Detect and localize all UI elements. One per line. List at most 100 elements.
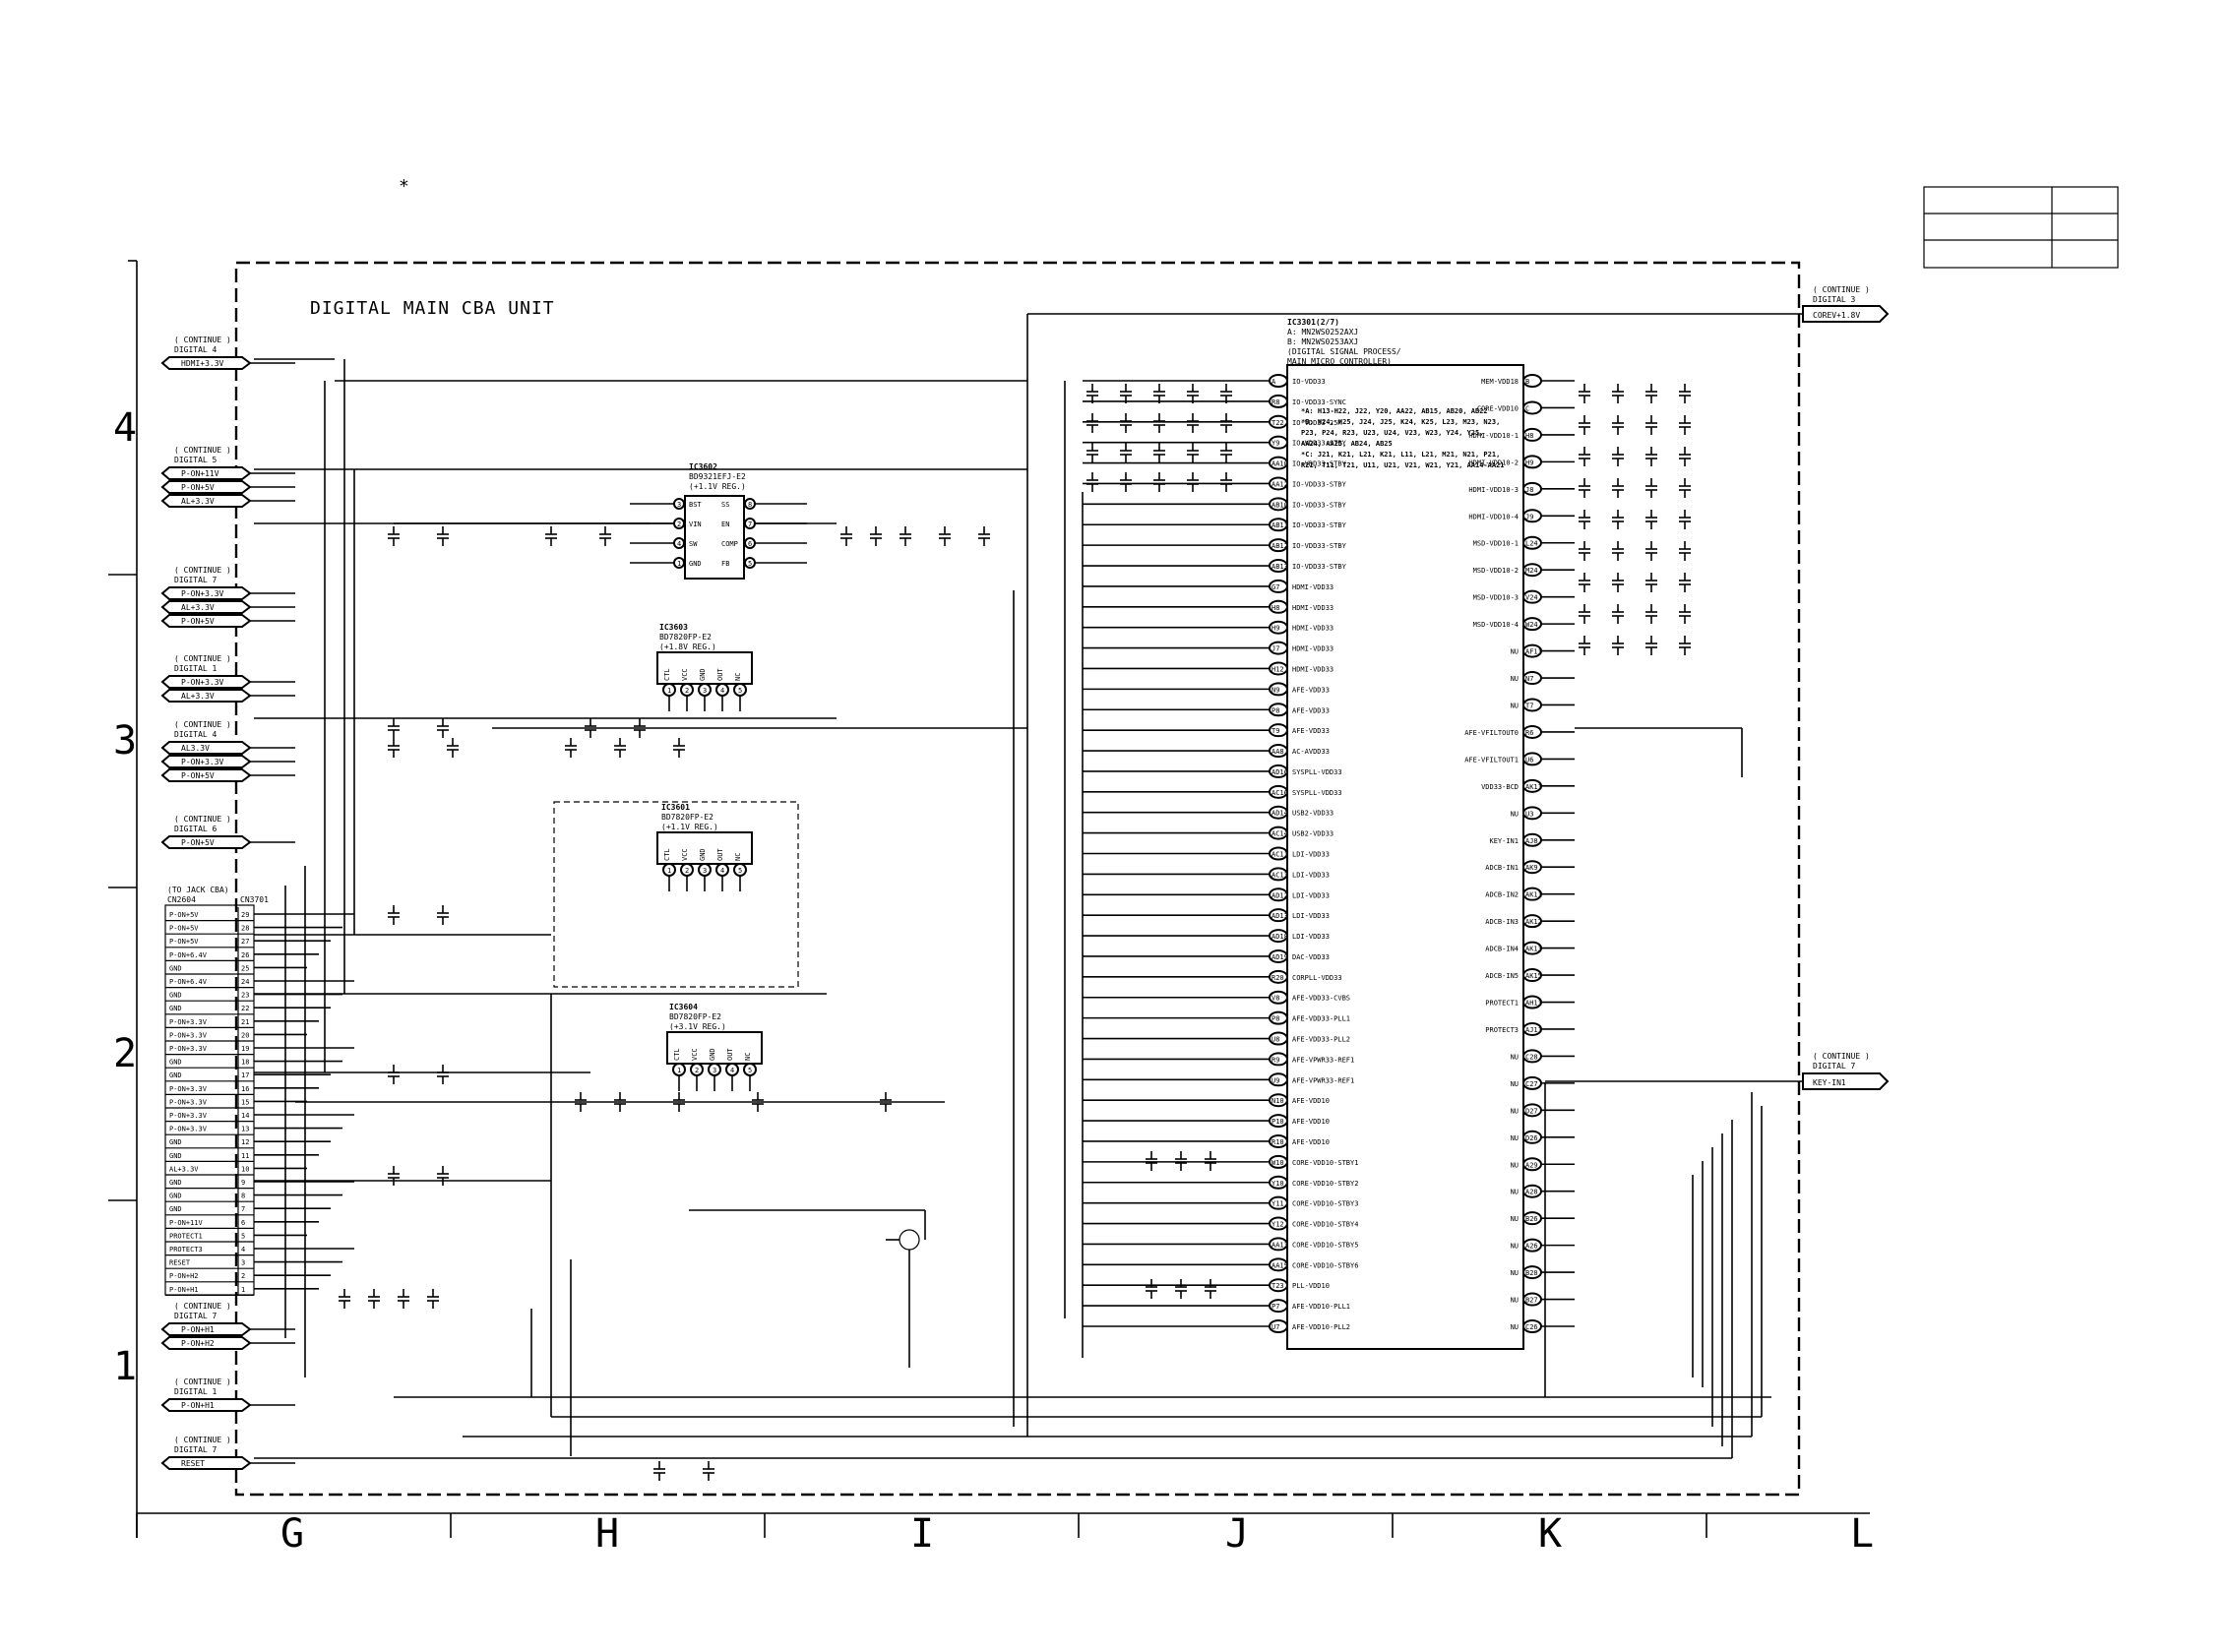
ic3301-left-ball: AD16 [1272, 768, 1288, 776]
jack-pin-name: P-ON+11V [169, 1219, 204, 1227]
ic3301-left-pin: IO-VDD33 [1292, 378, 1326, 386]
svg-text:DIGITAL 3: DIGITAL 3 [1813, 295, 1856, 304]
ic3301-right-ball: H8 [1525, 432, 1533, 440]
row-label-3: 3 [113, 718, 137, 764]
svg-text:( CONTINUE ): ( CONTINUE ) [1813, 1052, 1870, 1061]
ic3301-right-pin: ADCB-IN1 [1485, 864, 1519, 872]
ic3301-left-pin: AFE-VDD33 [1292, 706, 1330, 714]
ic3301-right-ball: C26 [1525, 1323, 1538, 1331]
ic3301-right-ball: D26 [1525, 1134, 1538, 1142]
capacitor-banks [339, 384, 1691, 1481]
jack-pin-name: P-ON+3.3V [169, 1045, 208, 1053]
svg-text:BD7820FP-E2: BD7820FP-E2 [659, 633, 712, 642]
ic3301-left-pin: HDMI-VDD33 [1292, 604, 1334, 612]
col-label-j: J [1225, 1511, 1249, 1557]
ic3301-right-ball: B28 [1525, 1269, 1538, 1277]
ic3602-pin-num: 3 [677, 501, 681, 509]
connector-flag [160, 835, 252, 849]
ic3301-left-ball: H12 [1272, 665, 1284, 673]
jack-pin-name: GND [169, 1138, 182, 1146]
ic3602-pin-right: EN [721, 520, 729, 528]
jack-pin-number: 5 [241, 1232, 245, 1240]
ic3301-left-ball: AA8 [1272, 748, 1284, 756]
ic3602-pin-right: FB [721, 560, 729, 568]
ic3602-pin-right: COMP [721, 540, 738, 548]
ic3301-left-ball: R8 [1272, 398, 1279, 406]
ic3301-right-pin: MSD-VDD10-4 [1473, 621, 1519, 629]
jack-pin-name: GND [169, 1179, 182, 1187]
jack-pin-number: 7 [241, 1205, 245, 1213]
connector-flag [160, 689, 252, 703]
ic3301-right-pin: ADCB-IN5 [1485, 972, 1519, 980]
connector-signal: P-ON+11V [181, 469, 219, 478]
ic3602-pin-num: 6 [748, 540, 752, 548]
ic3301-right-pin: MSD-VDD10-1 [1473, 540, 1519, 548]
reg-pin-name: NC [734, 853, 742, 861]
connector-flag [160, 755, 252, 768]
ic3301-right-ball: B27 [1525, 1297, 1538, 1305]
ic3301-left-ball: P10 [1272, 1118, 1284, 1126]
jack-pin-name: GND [169, 1005, 182, 1012]
reg-pin-name: OUT [716, 848, 724, 861]
connector-signal: HDMI+3.3V [181, 359, 224, 368]
ic3601-region [553, 801, 799, 988]
svg-text:KEY-IN1: KEY-IN1 [1813, 1078, 1846, 1087]
ic3301-right-ball: H9 [1525, 459, 1533, 466]
reg-pin-name: OUT [726, 1048, 734, 1061]
connector-dest: DIGITAL 6 [174, 825, 217, 833]
ic3301-right-pin: ADCB-IN3 [1485, 918, 1519, 926]
row-label-4: 4 [113, 405, 137, 451]
asterisk-mark: * [399, 176, 409, 197]
jack-pin-name: PROTECT1 [169, 1232, 203, 1240]
reg-pin-name: GND [709, 1048, 716, 1061]
ic3301-left-ball: AC14 [1272, 830, 1288, 838]
connector-continue: ( CONTINUE ) [174, 566, 231, 575]
jack-pin-name: GND [169, 1193, 182, 1200]
connector-continue: ( CONTINUE ) [174, 1377, 231, 1386]
jack-pin-name: P-ON+5V [169, 925, 199, 933]
ic3301-left-pin: CORE-VDD10-STBY1 [1292, 1159, 1358, 1167]
ic3301-note: AA24, AA25, AB24, AB25 [1301, 440, 1393, 448]
reg-pin-num: 2 [685, 687, 689, 695]
jack-pin-number: 21 [241, 1018, 249, 1026]
connector-left-1: ( CONTINUE )DIGITAL 5P-ON+11VP-ON+5VAL+3… [160, 446, 295, 508]
column-axis: G H I J K L [136, 1511, 1874, 1557]
ic3301-left-pin: AFE-VDD33-CVBS [1292, 995, 1350, 1003]
ic3301-right-pin: NU [1511, 1080, 1519, 1088]
ic3601: IC3601 BD7820FP-E2 (+1.1V REG.) CTL1VCC2… [656, 803, 753, 891]
svg-text:(+1.1V REG.): (+1.1V REG.) [661, 823, 718, 831]
reg-pin-num: 5 [748, 1067, 752, 1074]
connector-left-5: ( CONTINUE )DIGITAL 6P-ON+5V [160, 815, 295, 849]
ic3301-left-ball: J7 [1272, 645, 1279, 653]
connector-signal: P-ON+3.3V [181, 678, 224, 687]
svg-text:BD9321EFJ-E2: BD9321EFJ-E2 [689, 472, 746, 481]
connector-flag [160, 356, 252, 370]
connector-signal: P-ON+5V [181, 483, 215, 492]
connector-signal: P-ON+H1 [181, 1401, 215, 1410]
ic3301-right-pin: MEM-VDD18 [1481, 378, 1519, 386]
connector-dest: DIGITAL 5 [174, 456, 217, 464]
svg-text:(DIGITAL SIGNAL PROCESS/: (DIGITAL SIGNAL PROCESS/ [1287, 347, 1401, 356]
svg-text:(TO JACK CBA): (TO JACK CBA) [167, 886, 229, 894]
svg-text:IC3602: IC3602 [689, 462, 717, 471]
connector-continue: ( CONTINUE ) [174, 446, 231, 455]
connector-flag [160, 600, 252, 614]
ic3301-right-pin: HDMI-VDD10-4 [1468, 513, 1519, 520]
jack-pin-name: P-ON+3.3V [169, 1098, 208, 1106]
jack-pin-name: GND [169, 1152, 182, 1160]
connector-dest: DIGITAL 1 [174, 1387, 217, 1396]
connector-digital7-keyin: ( CONTINUE ) DIGITAL 7 KEY-IN1 [1545, 1052, 1890, 1090]
jack-pin-number: 27 [241, 938, 249, 946]
reg-pin-name: NC [734, 673, 742, 681]
ic3301-left-pin: CORE-VDD10-STBY3 [1292, 1200, 1358, 1208]
jack-pin-name: P-ON+5V [169, 911, 199, 919]
board-frame [234, 261, 1801, 1497]
jack-pin-number: 26 [241, 951, 249, 959]
jack-pin-number: 24 [241, 978, 249, 986]
ic3301-left-ball: V8 [1272, 995, 1279, 1003]
ic3301-right-ball: T7 [1525, 702, 1533, 709]
connector-flag [160, 741, 252, 755]
ic3301-left-ball: AB10 [1272, 501, 1288, 509]
ic3301-right-ball: V24 [1525, 594, 1538, 602]
